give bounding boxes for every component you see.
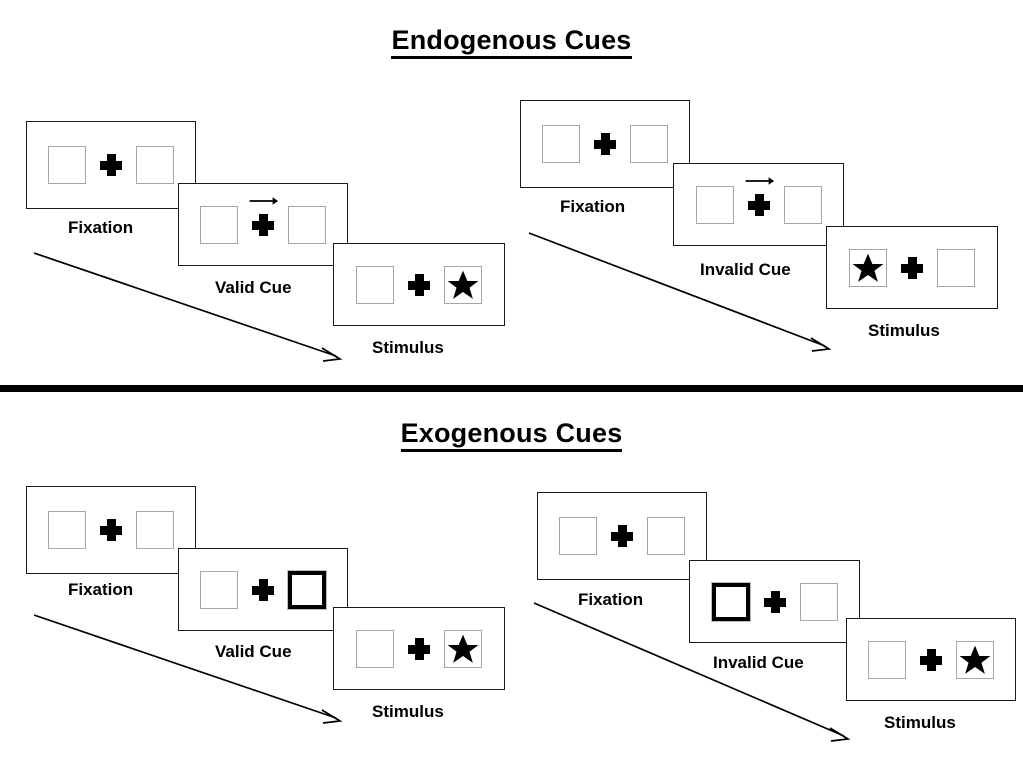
left-box <box>542 125 580 163</box>
fixation-cross-icon <box>406 636 432 662</box>
caption-endogenous-invalid-stimulus: Stimulus <box>868 321 940 340</box>
fixation-cross-icon <box>592 131 618 157</box>
section-title-exogenous-text: Exogenous Cues <box>400 418 623 452</box>
panel-content <box>695 176 822 224</box>
panel-exogenous-valid-cue <box>178 548 348 631</box>
star-icon <box>959 645 991 674</box>
panel-content <box>48 146 174 184</box>
panel-content <box>849 248 975 287</box>
left-box <box>356 629 394 668</box>
panel-endogenous-valid-stimulus <box>333 243 505 326</box>
panel-content <box>48 511 174 549</box>
caption-endogenous-valid-cue: Valid Cue <box>215 278 292 297</box>
caption-endogenous-invalid-fixation: Fixation <box>560 197 626 216</box>
left-box <box>559 517 597 555</box>
panel-exogenous-invalid-stimulus <box>846 618 1016 701</box>
fixation-cross-icon <box>918 647 944 673</box>
fixation-cross-icon <box>406 272 432 298</box>
arrow-right-icon <box>249 196 279 207</box>
right-box <box>288 205 326 244</box>
caption-endogenous-valid-fixation: Fixation <box>68 218 134 237</box>
right-box <box>647 517 685 555</box>
left-box <box>48 511 86 549</box>
right-box <box>956 640 994 679</box>
caption-exogenous-valid-cue: Valid Cue <box>215 642 292 661</box>
section-divider <box>0 385 1023 392</box>
fixation-cross-icon <box>249 196 279 238</box>
right-box <box>444 629 482 668</box>
right-box <box>783 185 822 224</box>
caption-exogenous-invalid-cue: Invalid Cue <box>713 653 804 672</box>
star-icon <box>447 270 479 299</box>
panel-content <box>710 581 838 622</box>
right-box <box>444 265 482 304</box>
left-box <box>695 185 734 224</box>
panel-content <box>200 196 326 244</box>
fixation-cross-icon <box>98 152 124 178</box>
left-box <box>356 265 394 304</box>
left-box <box>200 570 238 609</box>
left-box-cued <box>710 581 751 622</box>
fixation-cross-icon <box>98 517 124 543</box>
caption-endogenous-valid-stimulus: Stimulus <box>372 338 444 357</box>
panel-content <box>559 517 685 555</box>
star-icon <box>447 634 479 663</box>
caption-endogenous-invalid-cue: Invalid Cue <box>700 260 791 279</box>
panel-content <box>356 265 482 304</box>
panel-exogenous-valid-stimulus <box>333 607 505 690</box>
fixation-cross-icon <box>899 255 925 281</box>
star-icon <box>852 253 884 282</box>
section-title-endogenous-text: Endogenous Cues <box>391 25 632 59</box>
panel-content <box>542 125 668 163</box>
caption-exogenous-invalid-stimulus: Stimulus <box>884 713 956 732</box>
section-title-endogenous: Endogenous Cues <box>0 25 1023 59</box>
caption-exogenous-valid-fixation: Fixation <box>68 580 134 599</box>
panel-content <box>200 569 327 610</box>
panel-endogenous-valid-cue <box>178 183 348 266</box>
left-box <box>868 640 906 679</box>
panel-exogenous-valid-fixation <box>26 486 196 574</box>
panel-endogenous-invalid-stimulus <box>826 226 998 309</box>
panel-content <box>356 629 482 668</box>
fixation-cross-icon <box>745 176 774 218</box>
flow-arrow-endogenous-valid <box>30 248 350 368</box>
section-title-exogenous: Exogenous Cues <box>0 418 1023 452</box>
right-box <box>136 146 174 184</box>
panel-content <box>868 640 994 679</box>
arrow-right-icon <box>744 176 774 187</box>
left-box <box>200 205 238 244</box>
flow-arrow-endogenous-invalid <box>525 228 845 358</box>
fixation-cross-icon <box>609 523 635 549</box>
right-box-cued <box>287 569 327 610</box>
panel-exogenous-invalid-cue <box>689 560 860 643</box>
panel-endogenous-invalid-cue <box>673 163 844 246</box>
panel-exogenous-invalid-fixation <box>537 492 707 580</box>
left-box <box>849 248 887 287</box>
right-box <box>136 511 174 549</box>
panel-endogenous-valid-fixation <box>26 121 196 209</box>
right-box <box>630 125 668 163</box>
right-box <box>799 582 838 621</box>
fixation-cross-icon <box>762 589 788 615</box>
left-box <box>48 146 86 184</box>
right-box <box>937 248 975 287</box>
caption-exogenous-invalid-fixation: Fixation <box>578 590 644 609</box>
caption-exogenous-valid-stimulus: Stimulus <box>372 702 444 721</box>
fixation-cross-icon <box>250 577 276 603</box>
panel-endogenous-invalid-fixation <box>520 100 690 188</box>
